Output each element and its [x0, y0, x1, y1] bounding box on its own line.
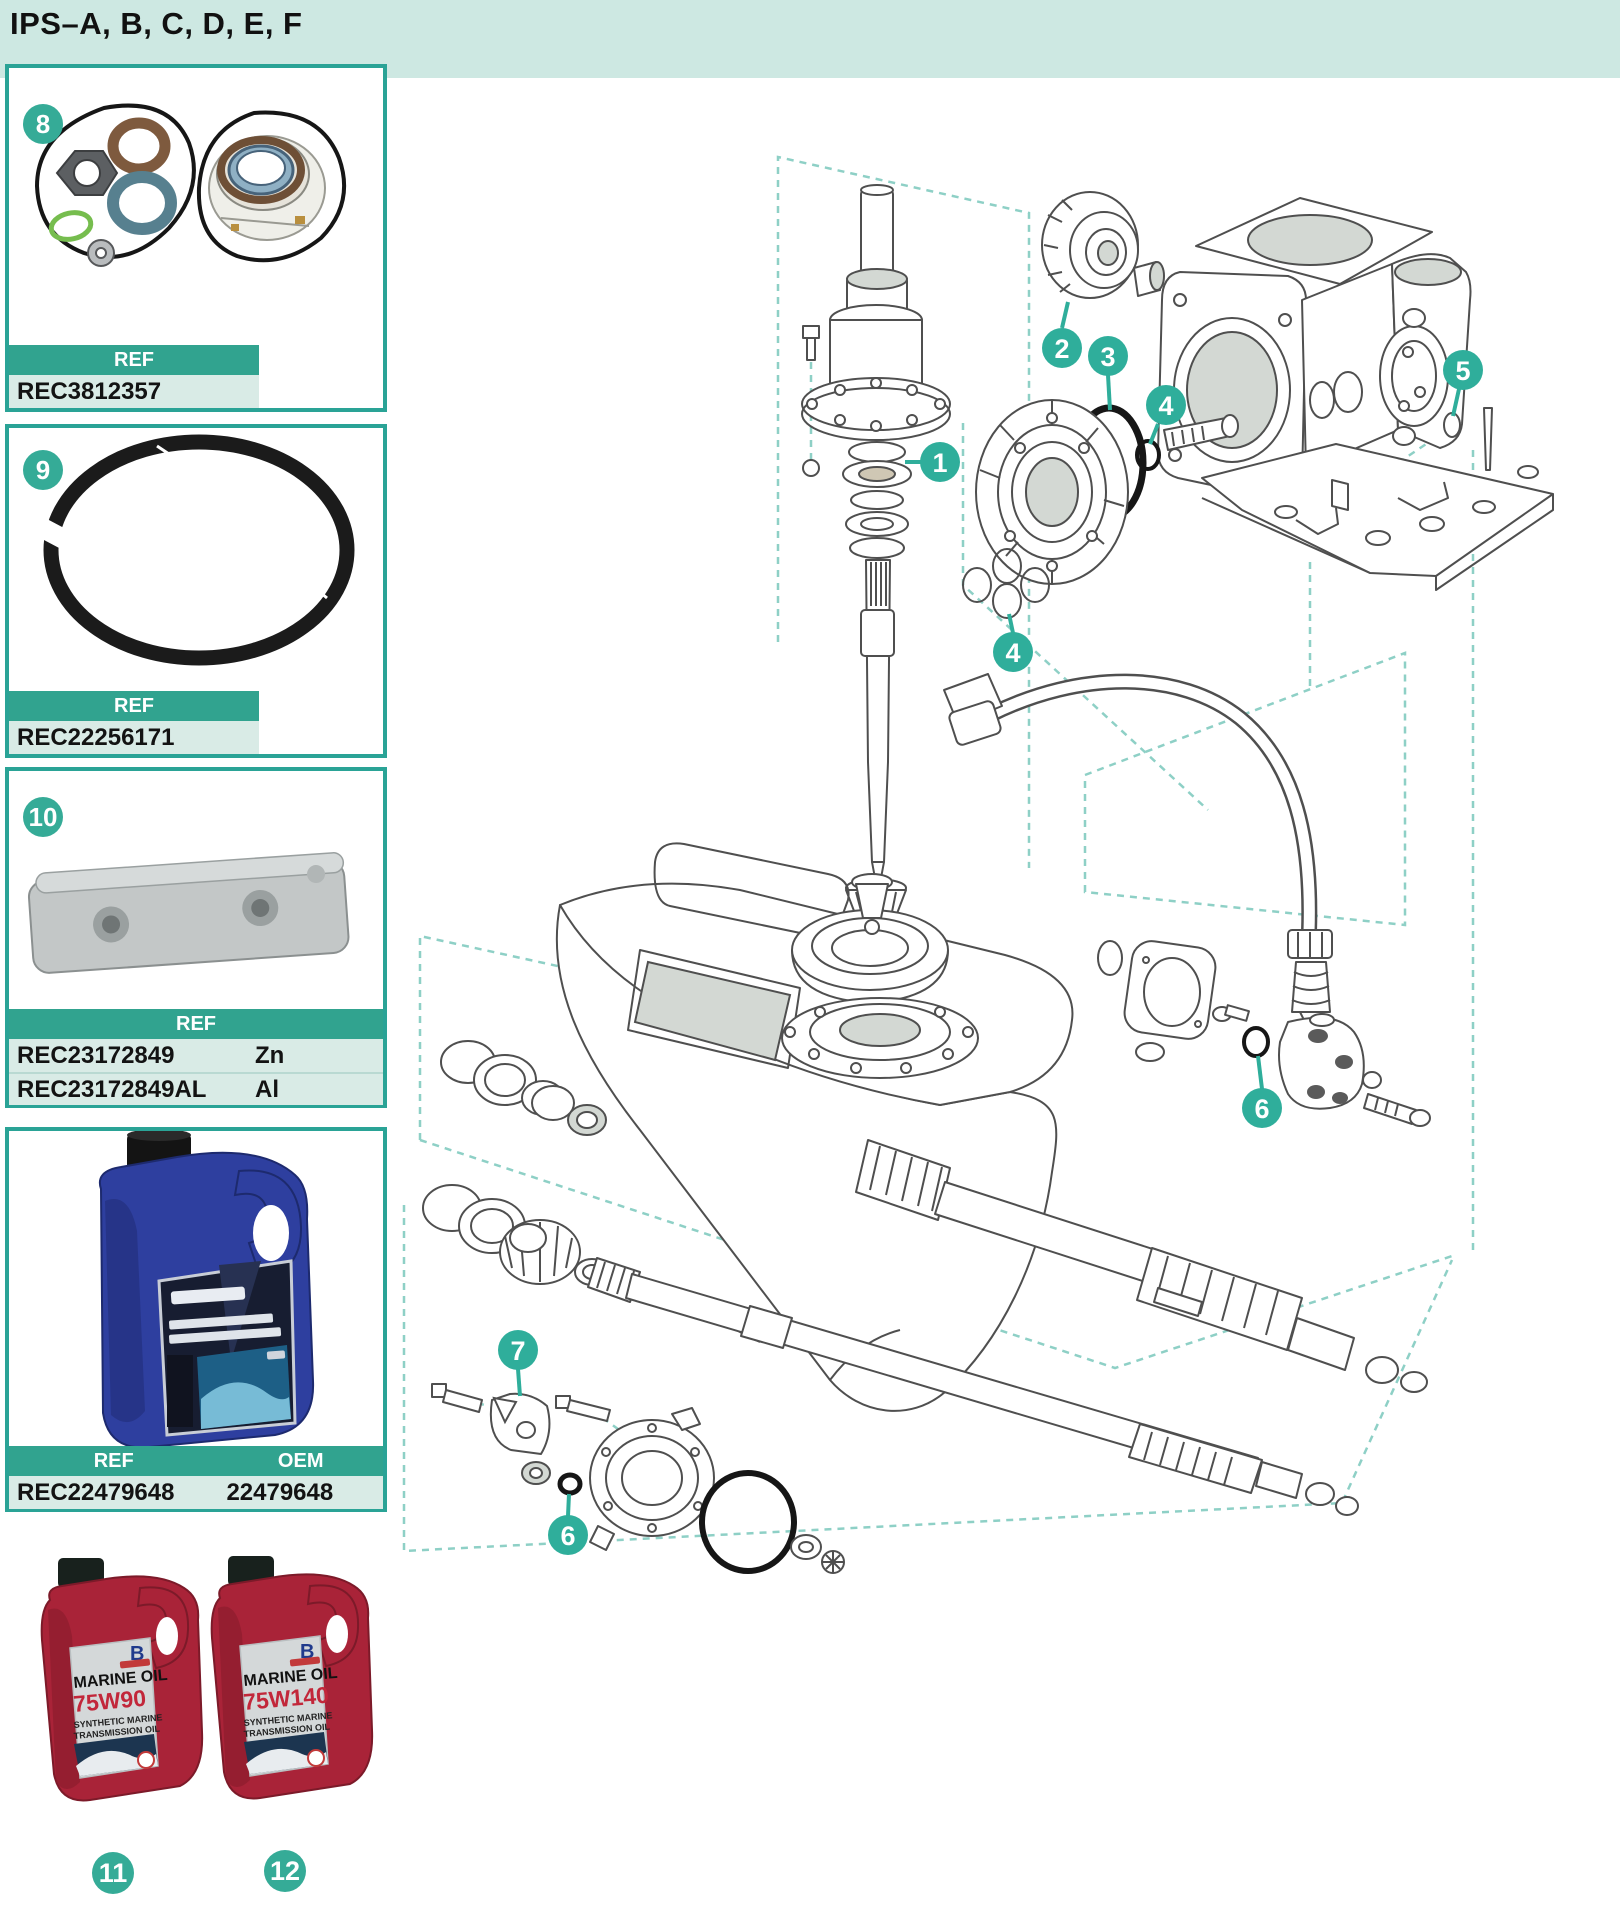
- product-card-gear-oil: REF OEM REC22479648 22479648: [5, 1127, 387, 1512]
- callout-6b: 6: [548, 1515, 588, 1555]
- svg-text:2: 2: [1054, 334, 1069, 364]
- gear-oil-image: [9, 1131, 383, 1446]
- marine-oil-jug-75w90: B MARINE OIL 75W90 SYNTHETIC MARINE TRAN…: [28, 1556, 213, 1811]
- item-badge-10: 10: [23, 797, 63, 837]
- steering-unit: [801, 184, 951, 939]
- callout-7: 7: [498, 1330, 538, 1370]
- product-card-seal-kit: 8: [5, 64, 387, 412]
- callout-3: 3: [1088, 336, 1128, 376]
- bearing-carrier-part3: [975, 399, 1147, 585]
- oil-hose-group: [943, 673, 1431, 1127]
- ref-oem-section: REF OEM REC22479648 22479648: [9, 1446, 383, 1509]
- svg-text:5: 5: [1455, 356, 1470, 386]
- svg-text:3: 3: [1100, 342, 1115, 372]
- seal-kit-image: [9, 68, 383, 345]
- drive-shaft-lower: [587, 1257, 1359, 1516]
- ref-value: REC22256171: [9, 721, 259, 754]
- diagram-callouts: 1 2 3 4 4 5 6 7 6: [498, 328, 1483, 1555]
- svg-text:6: 6: [560, 1521, 575, 1551]
- ref-header: REF: [9, 1009, 383, 1039]
- svg-text:4: 4: [1158, 391, 1173, 421]
- callout-1: 1: [920, 442, 960, 482]
- o-ring-image: [9, 428, 383, 691]
- jug-grade: 75W90: [72, 1685, 147, 1717]
- callout-5: 5: [1443, 350, 1483, 390]
- o-ring-cluster-part4b: [962, 548, 1050, 619]
- svg-text:4: 4: [1005, 638, 1020, 668]
- material-label: Al: [255, 1075, 279, 1103]
- callout-2: 2: [1042, 328, 1082, 368]
- marine-oil-jug-75w140: B MARINE OIL 75W140 SYNTHETIC MARINE TRA…: [198, 1554, 383, 1809]
- ref-number: REC23172849AL: [17, 1075, 207, 1103]
- upper-gear-housing: [1157, 197, 1554, 591]
- product-card-o-ring: 9 REF REC22256171: [5, 424, 387, 758]
- item-badge-12: 12: [264, 1850, 306, 1892]
- callout-4a: 4: [1146, 385, 1186, 425]
- ref-section: REF REC23172849 Zn REC23172849AL Al: [9, 1009, 383, 1105]
- page-title: IPS–A, B, C, D, E, F: [10, 6, 303, 41]
- ref-section: REF REC3812357: [9, 345, 259, 408]
- callout-lines: [516, 301, 1461, 1517]
- tail-shaft: [855, 1139, 1428, 1393]
- ref-value: REC3812357: [9, 375, 259, 408]
- lower-gear-housing: [555, 842, 1074, 1412]
- ref-value: REC23172849AL Al: [9, 1072, 383, 1105]
- coupling-part2: [1041, 191, 1165, 299]
- ref-header: REF: [9, 345, 259, 375]
- anode-image: [9, 771, 383, 1009]
- product-card-anode: 10 REF REC23172849 Zn REC: [5, 767, 387, 1108]
- seal-stack-upper: [440, 1040, 607, 1136]
- callout-6a: 6: [1242, 1088, 1282, 1128]
- ref-value: REC22479648: [9, 1476, 219, 1509]
- fitting-part4a: [1135, 414, 1239, 471]
- svg-text:7: 7: [510, 1336, 525, 1366]
- ref-number: REC23172849: [17, 1041, 175, 1069]
- item-badge-11: 11: [92, 1852, 134, 1894]
- callout-4b: 4: [993, 632, 1033, 672]
- material-label: Zn: [255, 1041, 285, 1069]
- svg-text:1: 1: [932, 448, 947, 478]
- oem-header: OEM: [218, 1446, 383, 1476]
- svg-text:6: 6: [1254, 1094, 1269, 1124]
- item-badge-8: 8: [23, 104, 63, 144]
- ref-value: REC23172849 Zn: [9, 1039, 383, 1072]
- bearing-stack-lower: [422, 1184, 610, 1286]
- ref-section: REF REC22256171: [9, 691, 259, 754]
- ref-header: REF: [9, 691, 259, 721]
- coupler-group: [431, 1383, 845, 1574]
- item-badge-9: 9: [23, 450, 63, 490]
- ref-header: REF: [9, 1446, 219, 1476]
- oem-value: 22479648: [218, 1476, 383, 1509]
